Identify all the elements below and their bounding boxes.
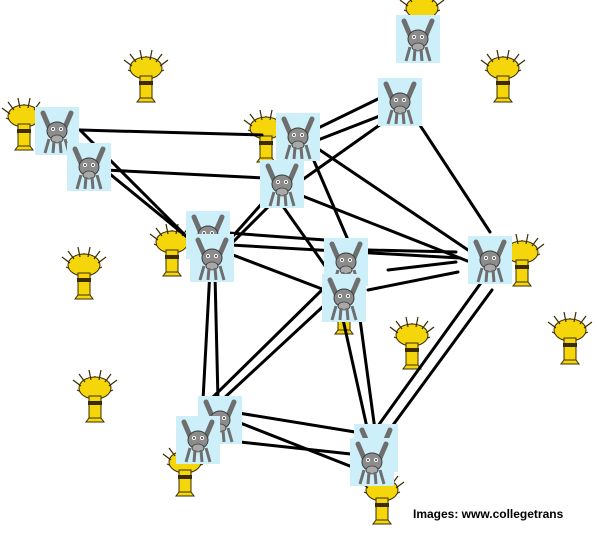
edge: [220, 438, 362, 457]
edge: [213, 273, 220, 402]
wheat-sheaf-icon: [72, 369, 118, 423]
edge: [366, 248, 458, 254]
image-credit: Images: www.collegetrans: [413, 507, 564, 521]
donkey-icon: [260, 160, 304, 208]
edge: [218, 413, 362, 472]
edge: [373, 278, 485, 432]
donkey-icon: [378, 78, 422, 126]
edge: [408, 108, 492, 234]
edge: [208, 280, 332, 402]
wheat-sheaf-icon: [61, 246, 107, 300]
edge: [103, 168, 267, 180]
edge: [103, 168, 200, 248]
wheat-sheaf-icon: [389, 316, 435, 370]
donkey-icon: [276, 113, 320, 161]
edge: [386, 260, 458, 272]
edge: [218, 248, 332, 294]
donkey-icon: [67, 143, 111, 191]
donkey-icon: [468, 236, 512, 284]
edge: [201, 268, 212, 402]
edge: [380, 288, 494, 442]
donkey-icon: [350, 438, 394, 486]
wheat-sheaf-icon: [480, 49, 526, 103]
wheat-sheaf-icon: [123, 49, 169, 103]
image-credit-continued: ...: [470, 525, 481, 533]
edge: [213, 230, 327, 242]
donkey-icon: [322, 274, 366, 322]
donkey-icon: [176, 416, 220, 464]
donkey-icon: [190, 234, 234, 282]
edge: [218, 408, 357, 434]
edge: [220, 298, 332, 402]
wheat-sheaf-icon: [547, 311, 593, 365]
donkey-icon: [396, 15, 440, 63]
edge: [308, 96, 382, 134]
edge: [366, 270, 460, 292]
edge: [340, 313, 370, 434]
edge: [78, 128, 264, 137]
